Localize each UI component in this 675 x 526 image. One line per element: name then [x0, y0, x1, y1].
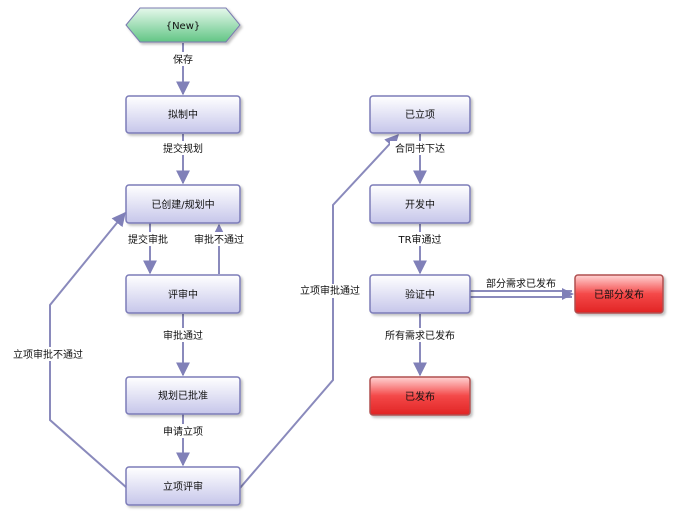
edge-project-rejected-line	[49, 211, 128, 489]
node-released-label: 已发布	[405, 390, 435, 403]
node-plan-approved[interactable]: 规划已批准	[125, 376, 241, 415]
node-reviewing-label: 评审中	[168, 288, 198, 301]
edge-labels: 保存 提交规划 提交审批 审批不通过 审批通过 申请立项 立项审批不通过 立项审…	[10, 52, 561, 438]
connectors	[49, 43, 574, 489]
edge-project-rejected-label: 立项审批不通过	[13, 348, 83, 361]
edge-review-passed-label: 审批通过	[163, 329, 203, 342]
node-new[interactable]: {New}	[125, 7, 241, 43]
node-established-label: 已立项	[405, 108, 435, 121]
node-established[interactable]: 已立项	[369, 95, 471, 134]
node-verifying-label: 验证中	[405, 288, 435, 301]
edge-review-rejected-label: 审批不通过	[194, 233, 244, 246]
node-created-planning[interactable]: 已创建/规划中	[125, 184, 241, 224]
edge-apply-project-label: 申请立项	[163, 425, 203, 438]
node-verifying[interactable]: 验证中	[369, 274, 471, 314]
edge-partial-released-label: 部分需求已发布	[486, 277, 556, 290]
node-developing[interactable]: 开发中	[369, 184, 471, 224]
edge-submit-review-label: 提交审批	[128, 233, 168, 246]
edge-contract-issued-label: 合同书下达	[395, 142, 445, 155]
node-drafting[interactable]: 拟制中	[125, 95, 241, 134]
node-created-planning-label: 已创建/规划中	[151, 198, 214, 211]
node-reviewing[interactable]: 评审中	[125, 274, 241, 314]
node-project-review[interactable]: 立项评审	[125, 466, 241, 506]
node-new-label: {New}	[166, 21, 201, 32]
node-partially-released-label: 已部分发布	[594, 288, 644, 301]
node-partially-released[interactable]: 已部分发布	[574, 274, 664, 314]
edge-tr-passed-label: TR审通过	[397, 233, 441, 246]
edge-project-passed-label: 立项审批通过	[300, 284, 360, 297]
node-released[interactable]: 已发布	[369, 376, 471, 416]
node-drafting-label: 拟制中	[168, 108, 198, 121]
node-plan-approved-label: 规划已批准	[158, 389, 208, 402]
node-project-review-label: 立项评审	[163, 480, 203, 493]
edge-all-released-label: 所有需求已发布	[385, 329, 455, 342]
node-developing-label: 开发中	[405, 198, 435, 211]
edge-partial-arrowhead	[562, 288, 574, 300]
edge-submit-plan-label: 提交规划	[163, 142, 203, 155]
edge-save-label: 保存	[173, 53, 193, 66]
